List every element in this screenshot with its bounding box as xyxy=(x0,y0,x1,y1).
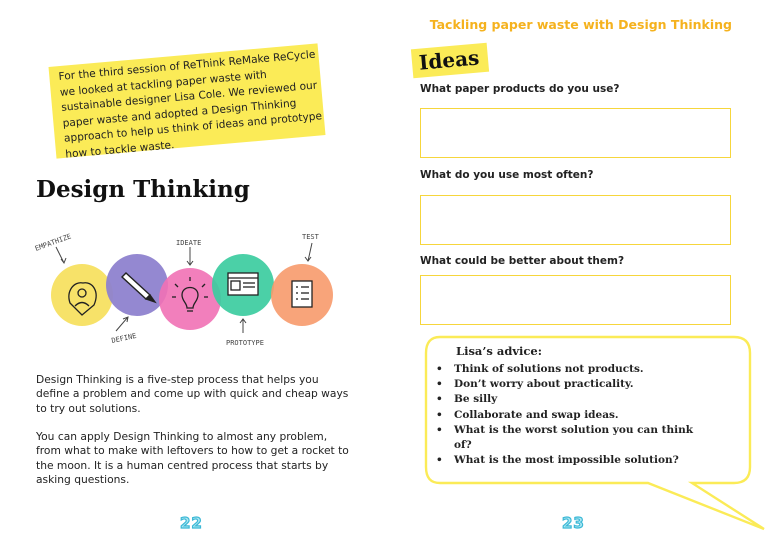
design-thinking-heading: Design Thinking xyxy=(36,176,250,203)
answer-box-could-be-better[interactable] xyxy=(420,275,731,325)
browser-window-icon xyxy=(227,272,259,296)
label-ideate: IDEATE xyxy=(176,239,201,247)
left-page: For the third session of ReThink ReMake … xyxy=(30,43,350,533)
question-most-often: What do you use most often? xyxy=(420,169,594,181)
label-prototype: PROTOTYPE xyxy=(226,339,264,347)
label-empathize: EMPATHIZE xyxy=(34,232,72,252)
empathize-circle xyxy=(51,264,113,326)
advice-item: •Collaborate and swap ideas. xyxy=(436,408,619,421)
page-header-title: Tackling paper waste with Design Thinkin… xyxy=(429,17,732,32)
ideate-circle xyxy=(159,268,221,330)
answer-box-paper-products[interactable] xyxy=(420,108,731,158)
advice-item: •Be silly xyxy=(436,393,498,406)
design-thinking-paragraph-2: You can apply Design Thinking to almost … xyxy=(36,430,349,486)
question-paper-products: What paper products do you use? xyxy=(420,83,620,95)
diagram-arrows xyxy=(55,242,313,333)
design-thinking-diagram-svg: EMPATHIZE DEFINE IDEATE PROTOTYPE TEST xyxy=(34,232,333,347)
question-could-be-better: What could be better about them? xyxy=(420,255,625,267)
advice-list: •Think of solutions not products. •Don’t… xyxy=(434,362,714,468)
answer-box-most-often[interactable] xyxy=(420,195,731,245)
right-page: Tackling paper waste with Design Thinkin… xyxy=(384,0,768,545)
ideas-label: Ideas xyxy=(410,42,490,79)
label-test: TEST xyxy=(302,233,320,241)
lightbulb-icon xyxy=(172,277,208,312)
advice-speech-bubble xyxy=(424,335,765,531)
advice-item: •What is the worst solution you can thin… xyxy=(436,423,694,452)
advice-item: •Don’t worry about practicality. xyxy=(436,378,634,391)
advice-item: •Think of solutions not products. xyxy=(436,363,644,375)
advice-item: •What is the most impossible solution? xyxy=(436,454,679,467)
empathize-head-heart-icon xyxy=(68,282,97,316)
page-number-left: 22 xyxy=(179,513,203,532)
design-thinking-diagram: EMPATHIZE DEFINE IDEATE PROTOTYPE TEST xyxy=(30,225,350,355)
label-define: DEFINE xyxy=(111,332,137,345)
advice-title: Lisa’s advice: xyxy=(456,344,542,358)
page-number-right: 23 xyxy=(561,513,585,532)
checklist-icon xyxy=(291,280,313,308)
pencil-icon xyxy=(120,272,157,304)
design-thinking-paragraph-1: Design Thinking is a five-step process t… xyxy=(36,373,349,415)
